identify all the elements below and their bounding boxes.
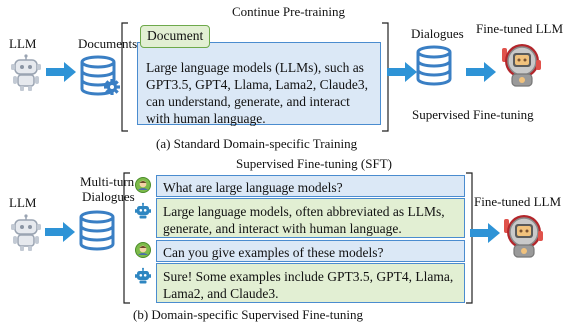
finetuned-llm-label-a: Fine-tuned LLM <box>476 21 564 36</box>
arrow-icon-b1 <box>45 222 75 242</box>
llm-label-a: LLM <box>9 36 37 51</box>
sft-title: Supervised Fine-tuning (SFT) <box>236 156 392 171</box>
robot-avatar-icon <box>134 202 152 220</box>
dialogues-label-a: Dialogues <box>411 26 464 41</box>
arrow-icon-a1 <box>46 62 76 82</box>
arrow-icon-a2 <box>387 62 417 82</box>
gear-icon <box>104 79 120 95</box>
dialogues-database-icon-a <box>416 45 452 86</box>
continue-pretraining-title: Continue Pre-training <box>232 4 346 19</box>
dialogue-turn-user-1: What are large language models? <box>156 175 465 197</box>
llm-label-b: LLM <box>9 195 37 210</box>
bracket-left-b <box>123 172 130 304</box>
finetuned-llm-label-b: Fine-tuned LLM <box>474 194 562 209</box>
document-content-box: Large language models (LLMs), such as GP… <box>137 42 381 126</box>
dialogues-database-icon-b <box>79 210 115 251</box>
user-avatar-icon <box>135 177 151 193</box>
dialogue-turn-text: Can you give examples of these models? <box>163 245 384 260</box>
document-text: Large language models (LLMs), such as GP… <box>146 60 368 126</box>
document-tag: Document <box>140 25 211 48</box>
bracket-right-a <box>382 22 389 132</box>
supervised-finetuning-label: Supervised Fine-tuning <box>412 107 534 122</box>
dialogue-turn-text: Sure! Some examples include GPT3.5, GPT4… <box>163 269 454 301</box>
robot-icon-b <box>10 213 42 252</box>
dialogue-turn-user-2: Can you give examples of these models? <box>156 240 465 262</box>
arrow-icon-a3 <box>466 62 496 82</box>
dialogue-turn-assistant-2: Sure! Some examples include GPT3.5, GPT4… <box>156 263 465 303</box>
user-avatar-icon <box>135 242 151 258</box>
robot-avatar-icon <box>134 267 152 285</box>
caption-a: (a) Standard Domain-specific Training <box>156 136 358 151</box>
dialogue-turn-text: What are large language models? <box>163 180 343 195</box>
dialogue-turn-assistant-1: Large language models, often abbreviated… <box>156 198 465 238</box>
finetuned-robot-icon-b <box>503 214 544 258</box>
multiturn-label: Multi-turn <box>80 174 135 189</box>
dialogues-label-b: Dialogues <box>82 189 135 204</box>
caption-b: (b) Domain-specific Supervised Fine-tuni… <box>133 307 363 322</box>
finetuned-robot-icon-a <box>501 43 542 87</box>
robot-icon-a <box>10 53 42 92</box>
bracket-left-a <box>121 22 128 132</box>
dialogue-turn-text: Large language models, often abbreviated… <box>163 204 445 236</box>
arrow-icon-b2 <box>470 223 500 243</box>
bracket-right-b <box>466 172 473 304</box>
